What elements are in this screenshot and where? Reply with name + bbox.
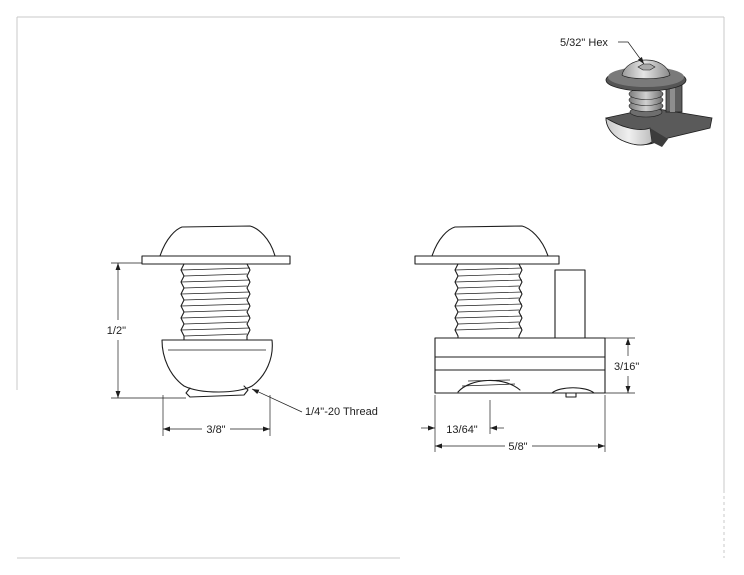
thread-crests-side <box>454 267 523 331</box>
hex-callout: 5/32" Hex <box>560 37 645 65</box>
thread-crests <box>180 267 251 337</box>
dim-label-width-right: 5/8" <box>508 441 527 453</box>
dim-label-height-right: 3/16" <box>614 361 639 373</box>
dim-label-height-left: 1/2" <box>107 325 126 337</box>
dim-height-right: 3/16" <box>605 337 639 394</box>
isometric-view <box>605 59 713 147</box>
thread-shank-side <box>454 263 523 339</box>
button-head <box>141 225 291 265</box>
underside-thread <box>457 379 521 393</box>
button-head-side <box>414 225 560 265</box>
set-screw-tip <box>551 387 595 398</box>
dim-width-left: 3/8" <box>162 395 271 436</box>
hex-socket <box>637 63 656 71</box>
dim-offset-right: 13/64" <box>421 395 504 452</box>
thread-label: 1/4"-20 Thread <box>305 406 378 418</box>
locating-pin <box>554 269 586 339</box>
thread-shank <box>180 263 251 341</box>
thread-stub <box>185 385 249 398</box>
thread-profile-right <box>246 263 251 341</box>
dim-height-left: 1/2" <box>107 262 186 399</box>
hex-label: 5/32" Hex <box>560 37 608 49</box>
iso-block <box>605 107 713 147</box>
thread-leader: 1/4"-20 Thread <box>251 388 378 418</box>
iso-head <box>605 59 687 92</box>
thread-profile-left <box>180 263 185 341</box>
t-nut <box>161 339 273 398</box>
right-view: 3/16" 13/64" 5/8" <box>414 225 639 453</box>
t-slot-block <box>434 337 606 398</box>
sheet-border <box>16 16 725 559</box>
dim-label-width-left: 3/8" <box>206 424 225 436</box>
iso-threads <box>628 88 664 118</box>
dim-width-right: 5/8" <box>435 395 606 453</box>
dim-label-offset-right: 13/64" <box>446 424 478 436</box>
left-view: 1/2" 3/8" 1/4"-20 Thread <box>107 225 378 436</box>
